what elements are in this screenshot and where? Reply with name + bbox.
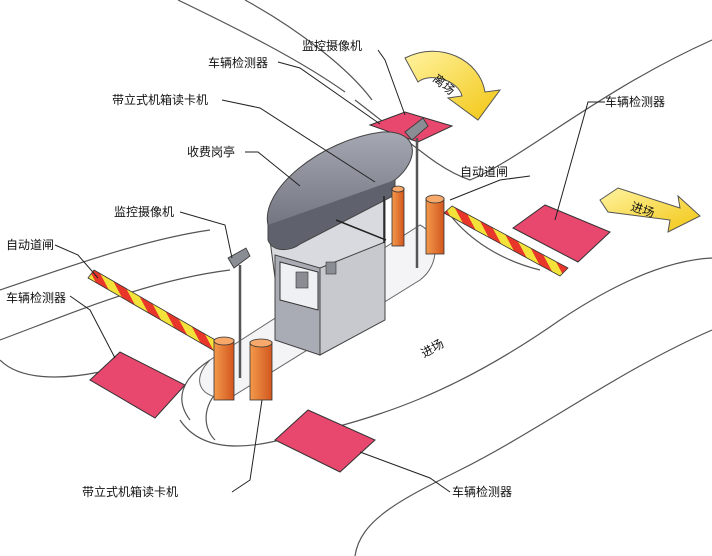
detector-pad-left xyxy=(89,351,186,419)
label-card-reader-top: 带立式机箱读卡机 xyxy=(112,92,208,107)
detector-pad-right xyxy=(512,204,611,263)
label-detector-right: 车辆检测器 xyxy=(605,94,665,109)
camera-top xyxy=(404,117,429,268)
label-booth: 收费岗亭 xyxy=(187,144,235,159)
camera-left xyxy=(227,247,251,378)
barrier-right xyxy=(425,194,569,277)
detector-pad-bottom xyxy=(274,409,376,473)
barrier-left xyxy=(87,269,235,401)
card-reader-top xyxy=(391,185,405,247)
label-barrier-right: 自动道闸 xyxy=(460,165,508,179)
toll-booth xyxy=(266,131,413,356)
label-card-reader-bottom: 带立式机箱读卡机 xyxy=(82,484,178,499)
label-detector-bottom: 车辆检测器 xyxy=(452,484,512,499)
exit-arrow: 离场 xyxy=(404,50,502,121)
entry-arrow: 进场 xyxy=(599,187,701,233)
label-camera-left: 监控摄像机 xyxy=(114,204,174,219)
label-barrier-left: 自动道闸 xyxy=(6,238,54,252)
label-camera-top: 监控摄像机 xyxy=(302,38,362,53)
card-reader-bottom xyxy=(249,338,273,401)
leader-lines xyxy=(54,49,605,493)
label-detector-top: 车辆检测器 xyxy=(208,55,268,70)
label-road-entry: 进场 xyxy=(419,336,447,360)
label-detector-left: 车辆检测器 xyxy=(6,290,66,305)
